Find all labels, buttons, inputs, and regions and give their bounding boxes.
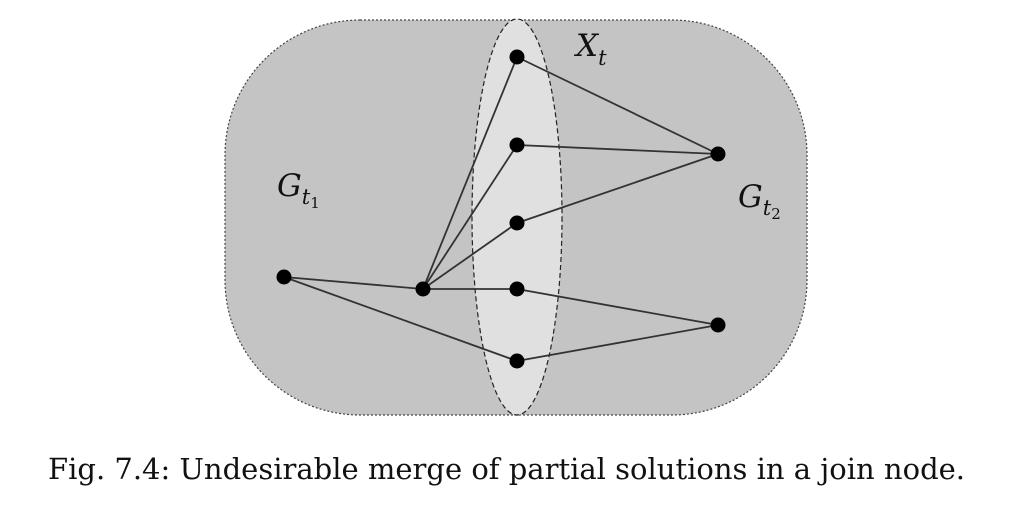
figure-caption: Fig. 7.4: Undesirable merge of partial s… bbox=[47, 452, 966, 486]
edge-x3-r1 bbox=[516, 153, 719, 224]
node-x2 bbox=[509, 137, 525, 153]
node-l1 bbox=[276, 269, 292, 285]
node-l2 bbox=[415, 281, 431, 297]
node-x1 bbox=[509, 49, 525, 65]
edge-l1-x5 bbox=[283, 276, 518, 362]
edge-l2-x2 bbox=[422, 144, 518, 290]
node-r2 bbox=[710, 317, 726, 333]
nodes-group bbox=[276, 49, 726, 369]
edge-l2-x3 bbox=[422, 222, 518, 290]
edge-l2-x1 bbox=[422, 56, 518, 290]
edge-x5-r2 bbox=[516, 324, 719, 362]
node-r1 bbox=[710, 146, 726, 162]
edge-l1-l2 bbox=[283, 276, 424, 290]
graph-diagram: Xt Gt1 Gt2 bbox=[224, 18, 808, 416]
node-x3 bbox=[509, 215, 525, 231]
separator-label: Xt bbox=[574, 28, 607, 70]
left-graph-label: Gt1 bbox=[277, 168, 320, 212]
edges-group bbox=[283, 56, 719, 362]
edge-x4-r2 bbox=[516, 288, 719, 326]
edge-x1-r1 bbox=[516, 56, 719, 155]
node-x5 bbox=[509, 353, 525, 369]
edge-x2-r1 bbox=[516, 144, 719, 155]
right-graph-label: Gt2 bbox=[738, 179, 781, 223]
node-x4 bbox=[509, 281, 525, 297]
